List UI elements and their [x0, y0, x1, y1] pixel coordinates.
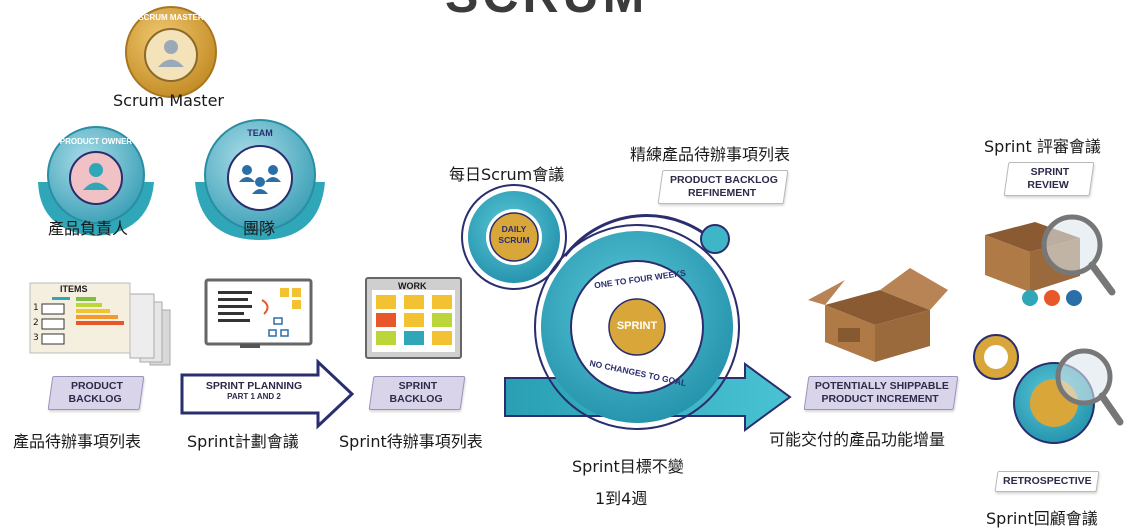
daily-scrum-cycle-icon [461, 184, 567, 290]
refinement-connector-icon [700, 224, 730, 254]
sprint-review-tag: SPRINT REVIEW [1003, 162, 1095, 196]
scrum-master-badge-icon [125, 6, 217, 98]
retrospective-tag-line1: RETROSPECTIVE [1003, 475, 1092, 487]
scrum-master-badge-text: SCRUM MASTER [138, 13, 204, 22]
sprint-review-caption: Sprint 評審會議 [984, 137, 1101, 156]
daily-scrum-badge: DAILY SCRUM [494, 224, 534, 246]
refinement-caption: 精練產品待辦事項列表 [630, 145, 791, 164]
increment-tag: POTENTIALLY SHIPPABLE PRODUCT INCREMENT [803, 376, 959, 410]
product-owner-badge-text: PRODUCT OWNER [59, 137, 133, 146]
sprint-center-label: SPRINT [616, 320, 658, 332]
refinement-tag-line2: REFINEMENT [687, 187, 757, 199]
team-caption: 團隊 [243, 219, 276, 238]
items-label: ITEMS [60, 284, 88, 294]
sprint-goal-caption: Sprint目標不變 [572, 457, 684, 476]
sprint-backlog-board-icon [365, 277, 462, 359]
shippable-increment-box-icon [808, 268, 948, 362]
work-label: WORK [398, 281, 427, 291]
sprint-backlog-caption: Sprint待辦事項列表 [339, 432, 483, 451]
diagram-title: SCRUM [445, 0, 648, 24]
backlog-number-2: 2 [33, 318, 39, 328]
backlog-number-3: 3 [33, 333, 39, 343]
product-backlog-tag: PRODUCT BACKLOG [47, 376, 145, 410]
scrum-master-caption: Scrum Master [113, 91, 224, 110]
daily-scrum-badge-line2: SCRUM [498, 235, 530, 245]
product-backlog-stack-icon [29, 282, 171, 366]
retrospective-icon [973, 334, 1124, 444]
product-owner-caption: 產品負責人 [48, 219, 129, 238]
sprint-backlog-tag: SPRINT BACKLOG [368, 376, 466, 410]
sprint-cycle-icon [534, 214, 740, 430]
sprint-planning-tag-line2: PART 1 AND 2 [227, 392, 281, 401]
sprint-review-tag-line1: SPRINT [1030, 166, 1070, 178]
increment-tag-line2: PRODUCT INCREMENT [821, 393, 939, 405]
backlog-number-1: 1 [33, 303, 39, 313]
sprint-duration-caption: 1到4週 [595, 489, 648, 508]
sprint-planning-arrow [180, 358, 355, 430]
retrospective-caption: Sprint回顧會議 [986, 509, 1098, 528]
sprint-planning-tag-line1: SPRINT PLANNING [205, 380, 303, 392]
daily-scrum-badge-line1: DAILY [501, 224, 527, 234]
sprint-review-icon [985, 214, 1116, 306]
sprint-backlog-tag-line2: BACKLOG [389, 393, 443, 405]
refinement-tag: PRODUCT BACKLOG REFINEMENT [657, 170, 789, 204]
increment-caption: 可能交付的產品功能增量 [769, 430, 946, 449]
product-backlog-tag-line1: PRODUCT [70, 380, 123, 392]
daily-scrum-caption: 每日Scrum會議 [449, 165, 565, 184]
product-owner-badge-icon [38, 126, 154, 236]
retrospective-tag: RETROSPECTIVE [994, 471, 1100, 492]
sprint-backlog-tag-line1: SPRINT [398, 380, 438, 392]
product-backlog-caption: 產品待辦事項列表 [13, 432, 142, 451]
increment-tag-line1: POTENTIALLY SHIPPABLE [814, 380, 949, 392]
team-badge-text: TEAM [247, 128, 273, 138]
sprint-planning-whiteboard-icon [204, 278, 313, 348]
sprint-planning-caption: Sprint計劃會議 [187, 432, 299, 451]
product-backlog-tag-line2: BACKLOG [68, 393, 122, 405]
team-badge-icon [195, 119, 325, 240]
refinement-tag-line1: PRODUCT BACKLOG [669, 174, 778, 186]
sprint-planning-tag: SPRINT PLANNING PART 1 AND 2 [195, 380, 313, 401]
sprint-review-tag-line2: REVIEW [1027, 179, 1069, 191]
